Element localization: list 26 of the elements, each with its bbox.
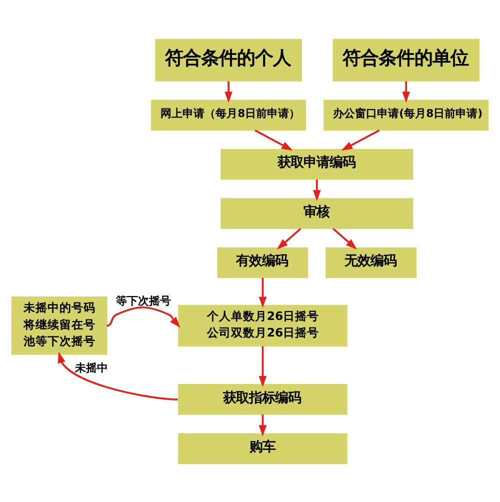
arrow — [312, 178, 321, 201]
arrow — [258, 414, 267, 436]
arrow — [224, 80, 232, 102]
arrow — [258, 346, 267, 387]
node-box: 获取指标编码 — [178, 384, 348, 414]
node-box: 网上申请（每月8日前申请） — [151, 99, 306, 130]
arrow — [341, 128, 380, 150]
arrow — [258, 277, 267, 308]
node-box: 获取申请编码 — [220, 148, 414, 180]
arrow — [276, 227, 302, 250]
arrow — [332, 227, 357, 250]
node-box: 购车 — [178, 432, 348, 464]
node-box: 未摇中的号码将继续留在号池等下次摇号 — [11, 296, 108, 354]
arrow — [58, 351, 178, 400]
edge-label: 等下次摇号 — [116, 294, 171, 307]
node-box: 审核 — [220, 198, 414, 228]
node-box: 有效编码 — [217, 246, 308, 278]
arrow — [402, 80, 410, 102]
arrow — [254, 128, 293, 150]
node-box: 无效编码 — [326, 246, 417, 278]
edge-label: 未摇中 — [75, 360, 108, 374]
node-box: 个人单数月26日摇号 公司双数月26日摇号 — [178, 304, 348, 346]
node-box: 办公窗口申请(每月8日前申请) — [324, 99, 489, 130]
node-box: 符合条件的单位 — [332, 38, 480, 81]
node-box: 符合条件的个人 — [155, 38, 302, 81]
arrow — [106, 306, 180, 328]
